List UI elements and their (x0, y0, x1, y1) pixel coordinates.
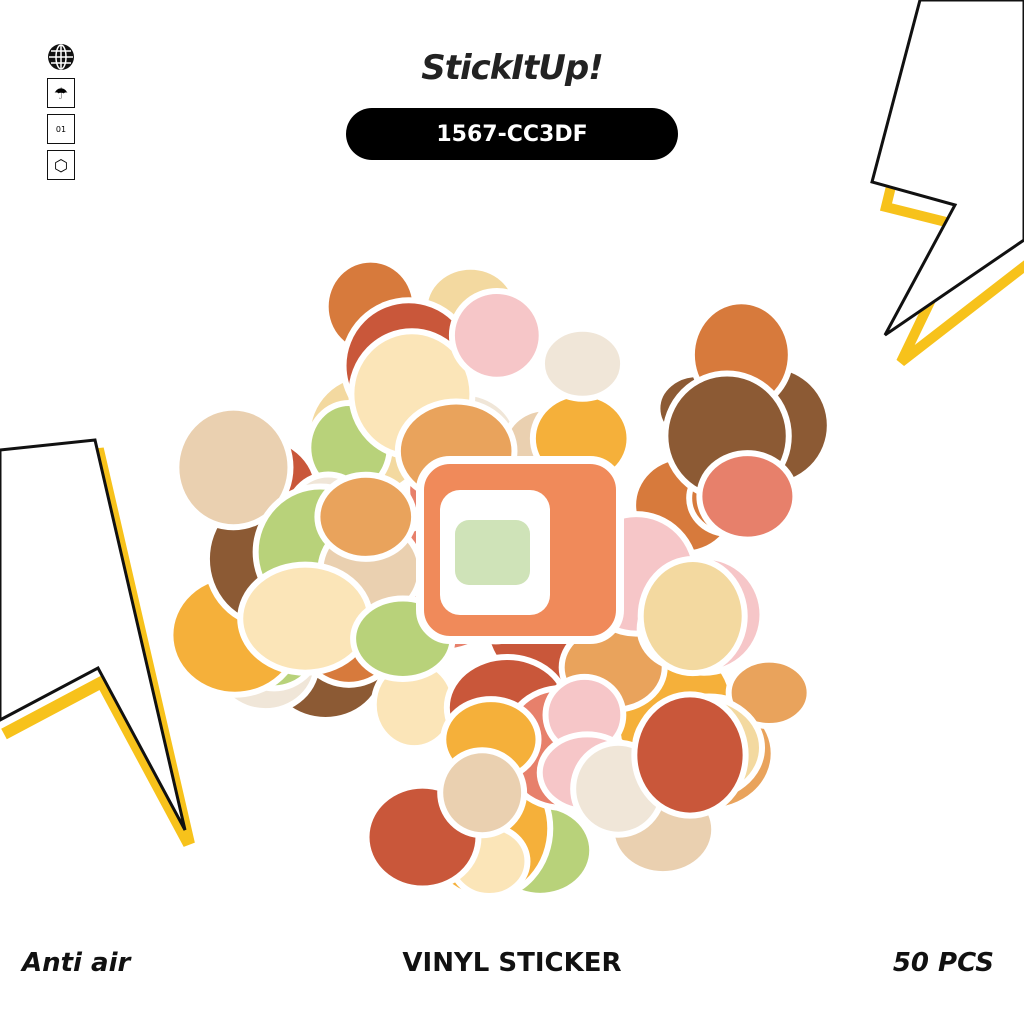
care-icons: ☂ 01 ⬡ (47, 42, 79, 186)
food-sticker (696, 450, 799, 543)
footer-center-label: VINYL STICKER (402, 948, 622, 978)
food-sticker (448, 287, 545, 383)
keep-dry-umbrella-icon: ☂ (47, 78, 75, 108)
food-sticker (631, 691, 749, 819)
food-sticker (637, 556, 748, 677)
lightning-bolt-left (0, 438, 195, 847)
food-sticker (237, 561, 374, 676)
food-sticker (437, 747, 528, 839)
sushi-sticker (416, 456, 624, 644)
food-sticker (538, 325, 627, 402)
pete-01-recycle-icon: 01 (47, 114, 75, 144)
brand-logo: StickItUp! (421, 48, 604, 88)
sticker-collage (167, 256, 833, 902)
food-sticker (725, 656, 813, 730)
product-code-badge: 1567-CC3DF (346, 108, 678, 160)
footer-right-label: 50 PCS (892, 948, 994, 978)
globe-icon (47, 42, 75, 72)
handle-with-care-icon: ⬡ (47, 150, 75, 180)
food-sticker (173, 404, 294, 531)
lightning-bolt-right (870, 0, 1024, 366)
food-sticker (314, 471, 418, 562)
footer-left-label: Anti air (22, 948, 131, 978)
